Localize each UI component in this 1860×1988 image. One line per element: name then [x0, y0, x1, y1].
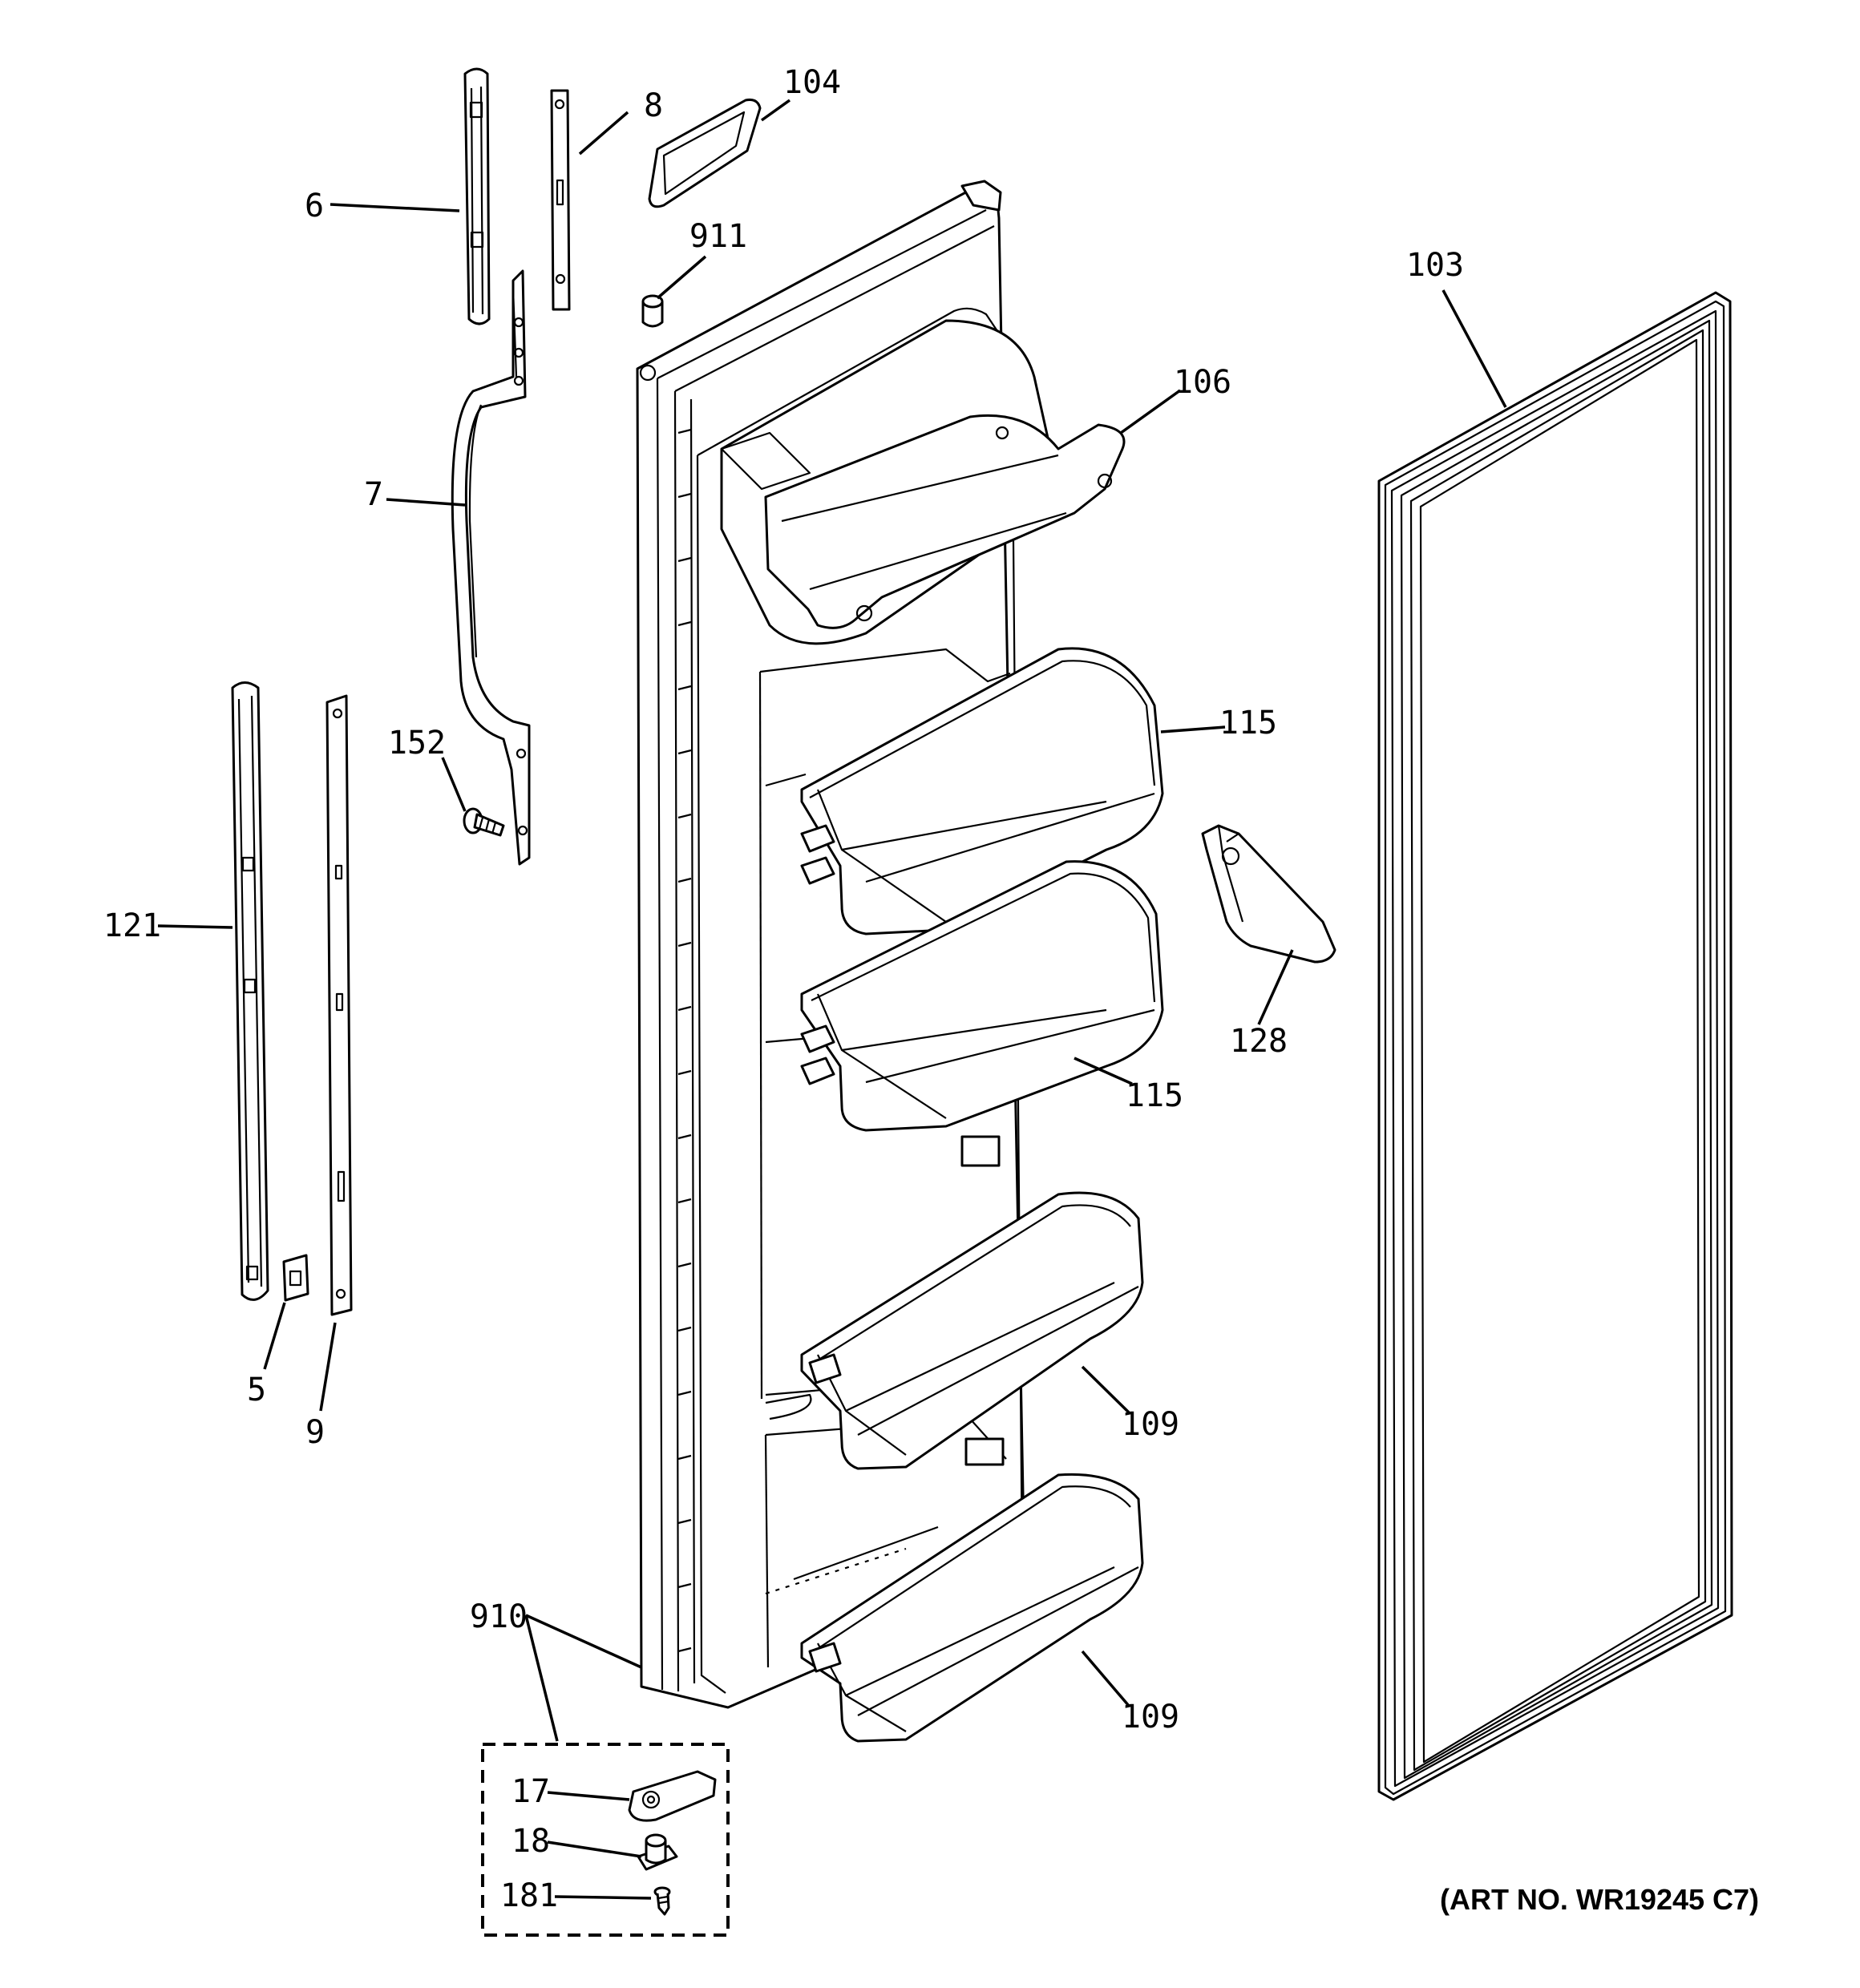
part-7-door-handle — [451, 269, 531, 866]
part-181-screw — [653, 1886, 671, 1916]
label-18: 18 — [512, 1823, 550, 1860]
part-128-retainer — [1201, 824, 1336, 964]
part-18-hinge-pin — [637, 1833, 678, 1871]
label-109-upper: 109 — [1122, 1406, 1179, 1443]
part-103-door-gasket — [1377, 291, 1733, 1801]
part-121-handle-mount-lower — [231, 681, 269, 1301]
part-9-trim-strip-lower — [326, 694, 353, 1316]
label-911: 911 — [689, 218, 747, 255]
label-181: 181 — [500, 1877, 558, 1914]
part-17-hinge-plate — [628, 1770, 717, 1822]
part-6-handle-mount-upper — [463, 67, 491, 325]
leader-lines — [157, 99, 1507, 1900]
part-104-cover — [648, 99, 762, 208]
label-115-upper: 115 — [1219, 705, 1277, 741]
label-115-lower: 115 — [1126, 1077, 1183, 1114]
label-128: 128 — [1230, 1023, 1288, 1060]
label-17: 17 — [512, 1773, 550, 1810]
label-8: 8 — [644, 87, 663, 124]
label-121: 121 — [103, 907, 161, 944]
label-6: 6 — [305, 188, 324, 224]
label-109-lower: 109 — [1122, 1699, 1179, 1735]
hinge-kit-box — [481, 1743, 730, 1937]
label-152: 152 — [388, 725, 446, 762]
part-109-lower-bin — [800, 1473, 1144, 1743]
part-109-upper-bin — [800, 1191, 1144, 1470]
label-106: 106 — [1174, 364, 1231, 401]
part-115-lower-bin — [800, 860, 1164, 1132]
part-911-plug — [641, 294, 664, 328]
label-7: 7 — [364, 476, 383, 513]
art-number: (ART NO. WR19245 C7) — [1440, 1883, 1759, 1916]
part-8-trim-strip-upper — [550, 89, 571, 311]
label-104: 104 — [783, 64, 841, 101]
label-910: 910 — [470, 1598, 528, 1635]
part-152-screw — [463, 807, 505, 837]
part-5-clip — [282, 1254, 309, 1302]
callout-labels: 6 8 104 911 103 106 7 115 152 121 128 11… — [103, 64, 1464, 1914]
part-106-dairy-door — [720, 319, 1126, 645]
label-9: 9 — [305, 1414, 325, 1451]
label-5: 5 — [247, 1372, 266, 1408]
label-103: 103 — [1406, 247, 1464, 284]
